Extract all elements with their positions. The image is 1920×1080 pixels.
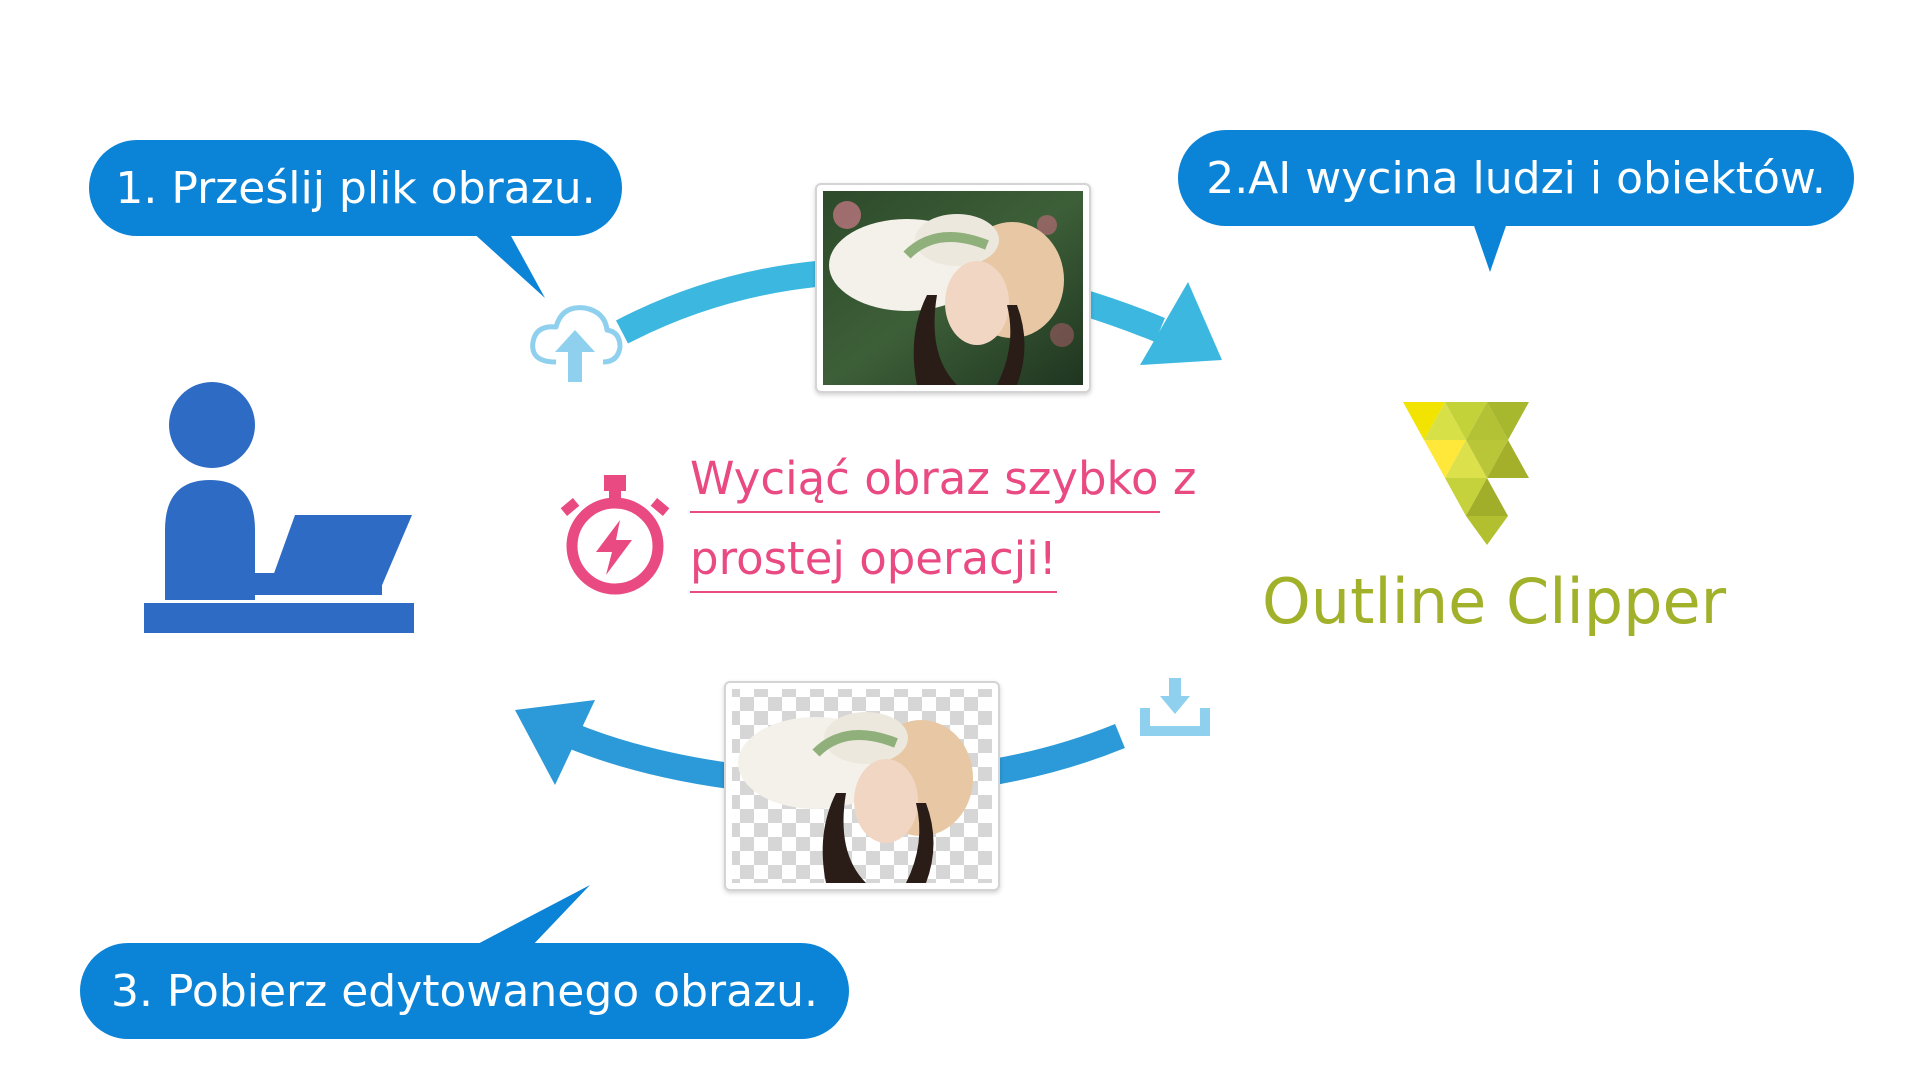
gem-logo-icon [1403, 402, 1529, 545]
arrow-download-to-user-head [515, 700, 595, 785]
step-3-bubble: 3. Pobierz edytowanego obrazu. [80, 943, 849, 1039]
original-photo [815, 183, 1091, 393]
bubble-2-tail [1472, 220, 1508, 272]
step-3-label: 3. Pobierz edytowanego obrazu. [110, 965, 819, 1017]
clipped-photo [724, 681, 1000, 891]
cloud-upload-icon [530, 305, 623, 382]
step-2-bubble: 2.AI wycina ludzi i obiektów. [1178, 130, 1854, 226]
step-2-label: 2.AI wycina ludzi i obiektów. [1206, 152, 1826, 204]
brand-name: Outline Clipper [1262, 565, 1727, 638]
original-photo-art [823, 191, 1083, 385]
tagline-line-2: prostej operacji! [690, 532, 1057, 593]
user-at-laptop-icon [144, 382, 414, 633]
tagline-line-1: Wyciąć obraz szybko z [690, 452, 1196, 513]
stopwatch-lightning-icon [560, 475, 670, 595]
arrow-upload-to-ai-head [1140, 282, 1222, 365]
step-1-bubble: 1. Prześlij plik obrazu. [89, 140, 622, 236]
bubble-1-tail [470, 225, 545, 298]
bubble-3-tail [470, 885, 590, 948]
download-tray-icon [1140, 678, 1210, 736]
step-1-label: 1. Prześlij plik obrazu. [115, 162, 596, 214]
clipped-photo-art [732, 689, 992, 883]
